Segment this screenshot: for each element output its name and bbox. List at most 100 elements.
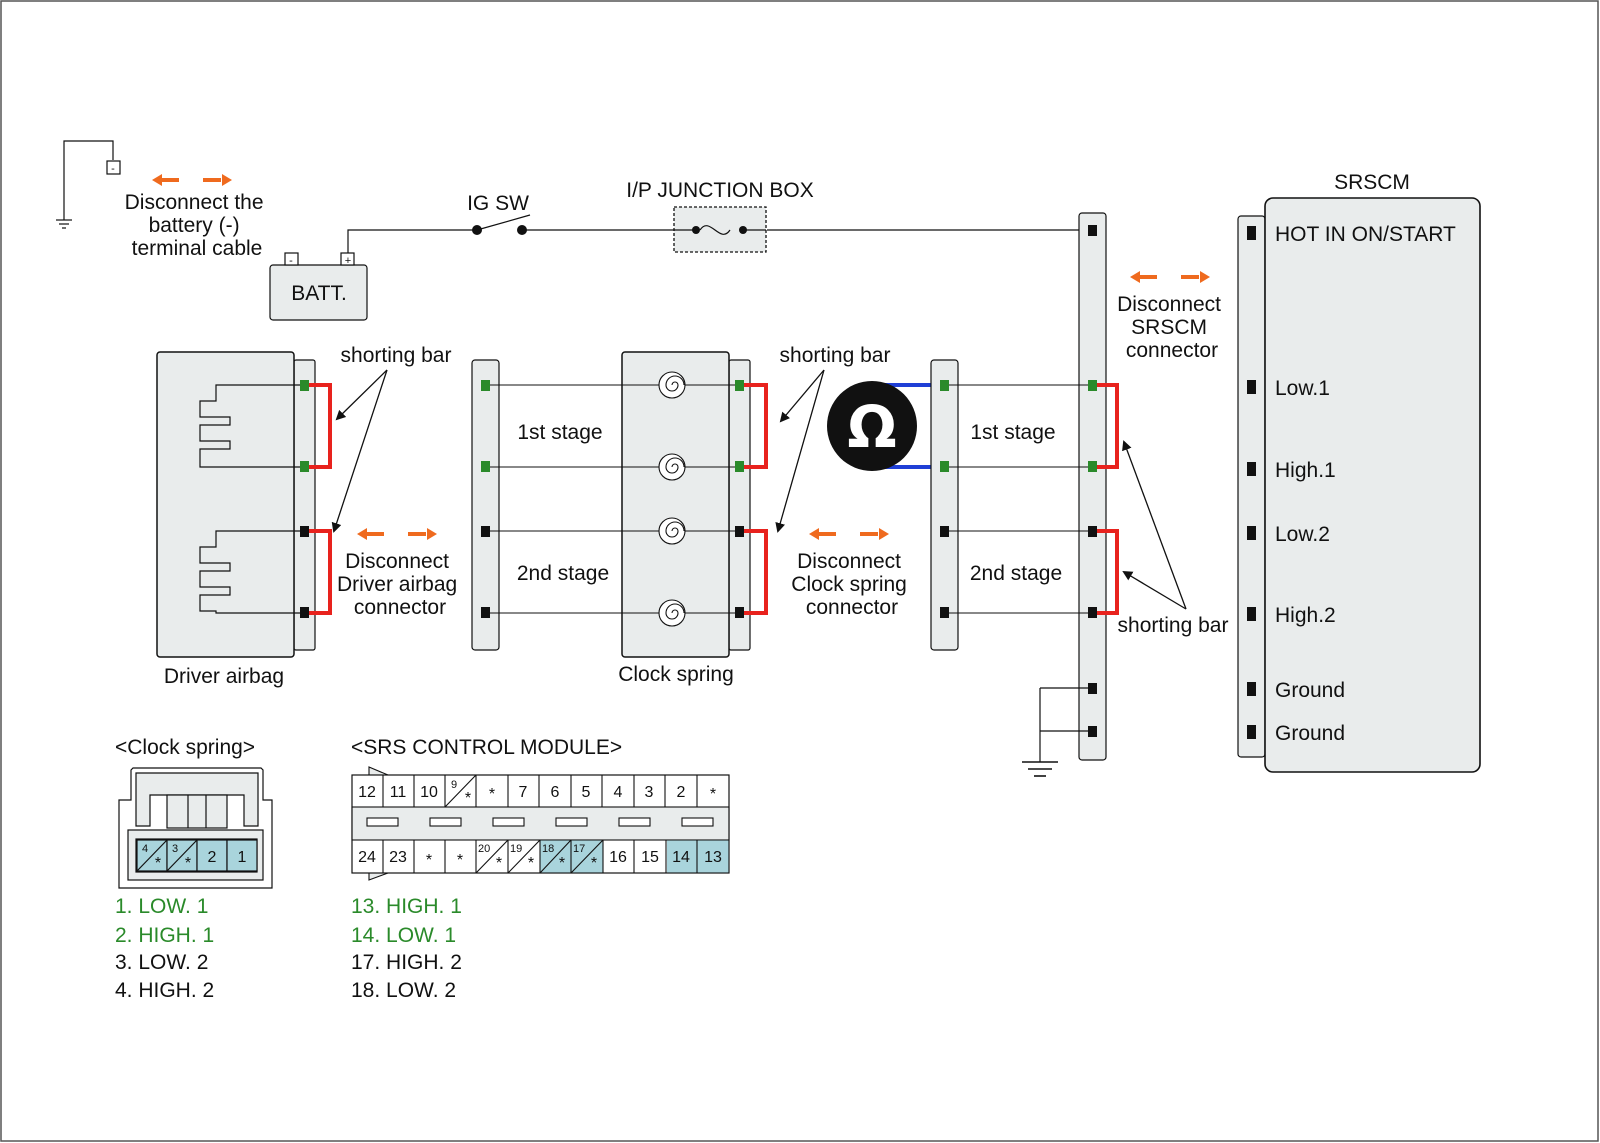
shorting-bar-pointers-left <box>331 369 388 533</box>
svg-text:17: 17 <box>573 843 585 855</box>
clock-spring-body <box>621 351 730 658</box>
svg-text:14. LOW. 1: 14. LOW. 1 <box>351 924 456 947</box>
svg-text:17. HIGH. 2: 17. HIGH. 2 <box>351 951 462 974</box>
srs-module-connector-title: <SRS CONTROL MODULE> <box>351 736 622 759</box>
harness-connector-left <box>471 359 500 651</box>
srs-module-legend: 13. HIGH. 1 14. LOW. 1 17. HIGH. 2 18. L… <box>351 895 462 1002</box>
svg-text:18. LOW. 2: 18. LOW. 2 <box>351 979 456 1002</box>
srscm-title: SRSCM <box>1334 171 1410 194</box>
svg-text:13. HIGH. 1: 13. HIGH. 1 <box>351 895 462 918</box>
svg-text:12: 12 <box>358 784 376 801</box>
clock-spring-legend: 1. LOW. 1 2. HIGH. 1 3. LOW. 2 4. HIGH. … <box>115 895 214 1002</box>
svg-text:*: * <box>465 790 471 807</box>
shorting-bar-label-left: shorting bar <box>341 344 452 367</box>
battery-disconnect-arrow <box>152 174 232 186</box>
battery-label: BATT. <box>291 282 347 305</box>
driver-disconnect-note: Disconnect Driver airbag connector <box>337 550 463 619</box>
harness-connector-right <box>930 359 959 651</box>
shorting-bar-label-right: shorting bar <box>1118 614 1229 637</box>
svg-text:1: 1 <box>238 849 247 866</box>
svg-text:24: 24 <box>358 849 376 866</box>
srscm-pin-ground-1: Ground <box>1275 679 1345 702</box>
svg-text:13: 13 <box>704 849 722 866</box>
battery-minus-terminal: - <box>289 255 293 267</box>
srscm-ground <box>1022 687 1093 777</box>
svg-text:4: 4 <box>614 784 623 801</box>
driver-airbag-shorting-bars <box>309 383 332 615</box>
svg-text:7: 7 <box>519 784 528 801</box>
srscm-pin-low2: Low.2 <box>1275 523 1330 546</box>
driver-airbag-terminal-3 <box>300 526 309 537</box>
svg-text:3. LOW. 2: 3. LOW. 2 <box>115 951 208 974</box>
harness-connector-left-terminals <box>481 380 490 618</box>
clock-spring-disconnect-note: Disconnect Clock spring connector <box>791 550 912 619</box>
srscm-pin-labels: HOT IN ON/START Low.1 High.1 Low.2 High.… <box>1275 223 1456 745</box>
srscm-harness-connector <box>1078 212 1107 761</box>
srscm-pin-high2: High.2 <box>1275 604 1336 627</box>
driver-airbag-terminal-2 <box>300 461 309 472</box>
svg-text:3: 3 <box>645 784 654 801</box>
svg-text:*: * <box>457 852 463 869</box>
svg-text:16: 16 <box>609 849 627 866</box>
driver-airbag-terminal-1 <box>300 380 309 391</box>
srscm-shorting-bars <box>1097 383 1119 615</box>
shorting-bar-pointers-right <box>1122 440 1187 610</box>
stage-label-second-right: 2nd stage <box>970 562 1062 585</box>
svg-text:4: 4 <box>142 843 148 855</box>
svg-text:*: * <box>528 855 534 872</box>
power-line <box>347 214 1085 253</box>
driver-disconnect-arrow <box>357 528 437 540</box>
svg-text:6: 6 <box>551 784 560 801</box>
svg-text:20: 20 <box>478 843 490 855</box>
svg-text:11: 11 <box>390 784 407 801</box>
svg-text:*: * <box>426 852 432 869</box>
clock-spring-coils <box>658 371 686 627</box>
srs-module-connector-face <box>351 766 730 881</box>
srscm-pin-ground-2: Ground <box>1275 722 1345 745</box>
srscm-disconnect-arrow <box>1130 271 1210 283</box>
clock-spring-shorting-bars <box>744 383 768 615</box>
svg-text:3: 3 <box>172 843 178 855</box>
stage-label-first-right: 1st stage <box>970 421 1055 444</box>
srscm-pin-high1: High.1 <box>1275 459 1336 482</box>
driver-airbag <box>156 351 316 658</box>
srs-module-connector-top-pins: 12 11 10 9 * * 7 6 5 4 3 2 * <box>358 779 716 807</box>
battery-ground-minus: - <box>111 163 115 175</box>
clock-spring-connector-title: <Clock spring> <box>115 736 255 759</box>
clock-spring-connector-face <box>118 767 273 889</box>
svg-text:2. HIGH. 1: 2. HIGH. 1 <box>115 924 214 947</box>
ig-switch-label: IG SW <box>467 192 529 215</box>
stage-label-first-left: 1st stage <box>517 421 602 444</box>
battery-plus-terminal: + <box>345 255 351 267</box>
junction-box-label: I/P JUNCTION BOX <box>626 179 813 202</box>
clock-spring-wires <box>490 384 735 614</box>
svg-text:18: 18 <box>542 843 554 855</box>
clock-spring-connector <box>728 359 751 651</box>
svg-text:1. LOW. 1: 1. LOW. 1 <box>115 895 208 918</box>
ohm-symbol: Ω <box>847 393 896 461</box>
svg-text:*: * <box>496 855 502 872</box>
harness-connector-right-terminals <box>940 380 949 618</box>
svg-text:2: 2 <box>677 784 686 801</box>
svg-text:*: * <box>591 855 597 872</box>
battery-disconnect-note: Disconnect the battery (-) terminal cabl… <box>125 191 270 260</box>
svg-text:14: 14 <box>672 849 690 866</box>
junction-box-fuse <box>673 206 767 253</box>
svg-text:*: * <box>185 855 191 872</box>
srs-module-connector-bottom-pins: 24 23 * * 20 19 18 17 16 15 14 13 * * * … <box>358 843 722 872</box>
srscm-module <box>1237 197 1481 773</box>
srscm-pin-hot-in: HOT IN ON/START <box>1275 223 1456 246</box>
driver-airbag-label: Driver airbag <box>164 665 284 688</box>
srscm-disconnect-note: Disconnect SRSCM connector <box>1117 293 1227 362</box>
right-harness-wires <box>949 384 1093 614</box>
clock-spring-label: Clock spring <box>618 663 734 686</box>
svg-text:4. HIGH. 2: 4. HIGH. 2 <box>115 979 214 1002</box>
srscm-pin-terminals <box>1247 226 1256 739</box>
clock-spring-terminals <box>735 380 744 618</box>
clock-spring-connector-pins: 4 * 3 * 2 1 <box>142 843 247 872</box>
svg-text:2: 2 <box>208 849 217 866</box>
battery <box>269 252 368 321</box>
ig-switch <box>472 225 527 235</box>
driver-airbag-terminals <box>300 380 309 618</box>
